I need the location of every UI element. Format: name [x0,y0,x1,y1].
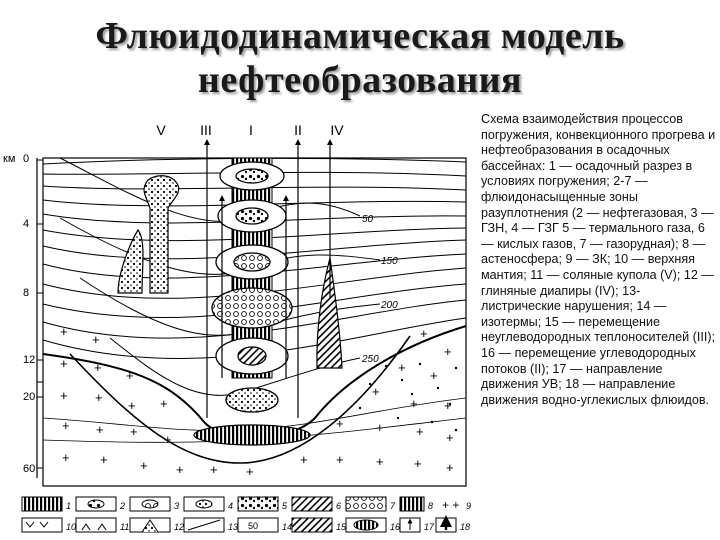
svg-text:+: + [444,398,452,413]
depth-0: 0 [23,153,29,165]
legend-15: 15 [336,522,347,532]
legend-1: 1 [66,501,71,511]
depth-20: 20 [23,391,35,403]
legend-11: 11 [120,522,129,532]
salt-dome [143,175,180,294]
svg-text:+: + [414,456,422,471]
column-label-iii: III [200,122,212,138]
svg-text:+: + [210,462,218,477]
flow-arrows [204,139,333,418]
svg-text:+: + [300,452,308,467]
crust-dots [358,362,458,432]
legend-13: 13 [228,522,238,532]
legend-5: 5 [282,501,288,511]
svg-text:+: + [410,396,418,411]
svg-text:+: + [416,424,424,439]
svg-text:+: + [420,326,428,341]
svg-text:+ +: + + [442,498,459,512]
svg-text:+: + [446,430,454,445]
legend-4: 4 [228,501,233,511]
depth-4: 4 [23,218,29,230]
mantle-crosses-left: + + + + + + + + + + + + + + + + + + + [60,324,254,479]
depth-unit: км [3,153,15,165]
legend-9: 9 [466,501,471,511]
depth-scale: км 0 4 8 12 20 60 [3,153,43,478]
svg-text:+: + [100,452,108,467]
svg-text:+: + [336,416,344,431]
legend-7: 7 [390,501,396,511]
svg-text:+: + [96,422,104,437]
legend-2: 2 [119,501,125,511]
svg-text:50: 50 [248,521,258,531]
svg-text:+: + [164,432,172,447]
depth-12: 12 [23,354,35,366]
svg-text:+: + [444,344,452,359]
legend-8: 8 [428,501,433,511]
svg-text:+: + [62,450,70,465]
title-line-1: Флюидодинамическая модель [95,15,625,57]
svg-text:+: + [246,464,254,479]
mantle-crosses-right: + + + + + + + + + + + + + + + + [300,326,454,475]
svg-text:+: + [126,368,134,383]
fluid-dynamic-model-diagram: V III I II IV км 0 4 8 12 20 60 [3,122,471,533]
legend-3: 3 [174,501,179,511]
isotherm-label-150: 150 [381,256,398,267]
legend-12: 12 [174,522,184,532]
svg-text:+: + [95,390,103,405]
fluid-zones [211,161,293,413]
legend-10: 10 [66,522,76,532]
title-line-2: нефтеобразования [197,59,523,101]
svg-text:+: + [446,460,454,475]
svg-text:+: + [376,454,384,469]
svg-text:+: + [130,424,138,439]
legend-16: 16 [390,522,400,532]
svg-text:+: + [140,458,148,473]
svg-text:+: + [92,332,100,347]
diagram-caption: Схема взаимодействия процессов погружени… [481,112,716,407]
diagram-legend: 1 2 3 4 5 6 7 8 + + 9 10 11 12 13 50 14 … [21,496,471,533]
isotherm-label-200: 200 [380,300,398,311]
legend-14: 14 [282,522,292,532]
svg-text:+: + [94,360,102,375]
svg-text:+: + [398,360,406,375]
svg-text:+: + [60,324,68,339]
legend-6: 6 [336,501,341,511]
svg-text:+: + [176,462,184,477]
svg-text:+: + [128,398,136,413]
column-label-v: V [156,122,166,138]
column-label-i: I [249,122,253,138]
legend-17: 17 [424,522,435,532]
isotherm-label-250: 250 [361,354,379,365]
svg-text:+: + [160,396,168,411]
depth-60: 60 [23,463,35,475]
svg-text:+: + [336,452,344,467]
clay-diapir-left [117,228,144,294]
svg-text:+: + [376,420,384,435]
legend-18: 18 [460,522,470,532]
asthenosphere-lens [193,424,311,446]
svg-text:+: + [62,418,70,433]
svg-text:+: + [60,356,68,371]
column-label-ii: II [294,122,302,138]
svg-text:+: + [430,368,438,383]
isotherm-label-50: 50 [362,214,374,225]
column-label-iv: IV [330,122,344,138]
slide-title: Флюидодинамическая модель нефтеобразован… [0,14,720,102]
depth-8: 8 [23,287,29,299]
svg-text:+: + [60,388,68,403]
svg-text:+: + [372,384,380,399]
